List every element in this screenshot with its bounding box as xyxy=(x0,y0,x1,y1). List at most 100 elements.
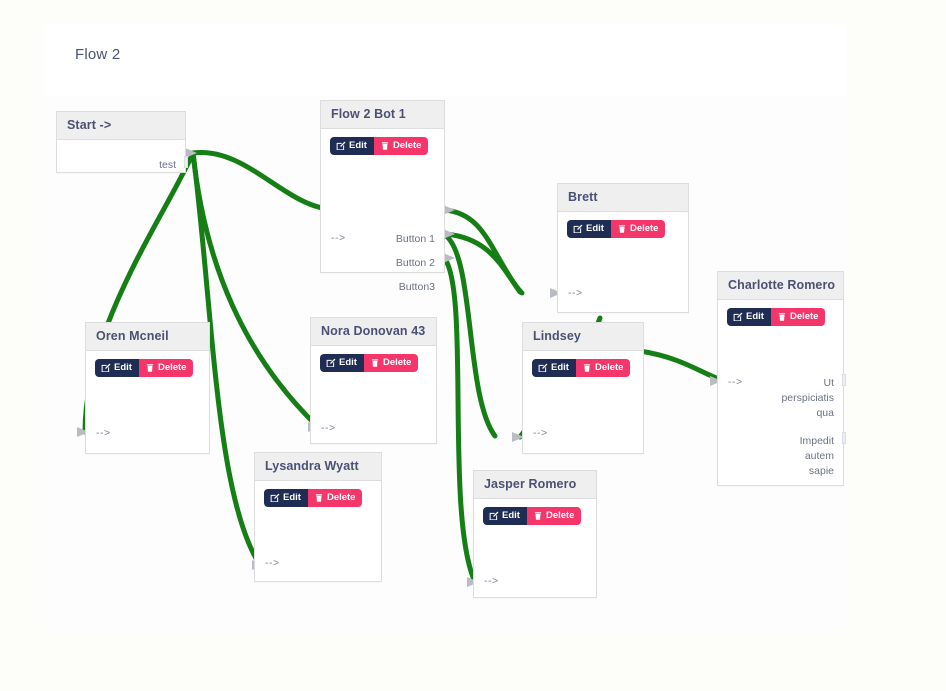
node-brett[interactable]: Brett Edit Dele xyxy=(557,183,689,313)
action-buttons: Edit Delete xyxy=(532,359,631,377)
edit-button-label: Edit xyxy=(551,362,569,374)
node-lysandra-wyatt-title: Lysandra Wyatt xyxy=(255,453,381,481)
edit-button[interactable]: Edit xyxy=(567,220,611,238)
pencil-square-icon xyxy=(573,224,583,233)
page-header-card: Flow 2 xyxy=(45,24,846,96)
edit-button[interactable]: Edit xyxy=(483,507,527,525)
node-lindsey-body: Edit Delete --> xyxy=(523,351,643,452)
port-out-start-test[interactable]: test xyxy=(159,159,176,171)
action-buttons: Edit Delete xyxy=(320,354,419,372)
edit-button-label: Edit xyxy=(283,492,301,504)
action-buttons: Edit Delete xyxy=(567,220,666,238)
edit-button-label: Edit xyxy=(502,510,520,522)
delete-button-label: Delete xyxy=(594,362,624,374)
node-lindsey[interactable]: Lindsey Edit De xyxy=(522,322,644,454)
delete-button[interactable]: Delete xyxy=(307,489,363,507)
node-start[interactable]: Start -> test xyxy=(56,111,188,173)
trash-icon xyxy=(583,364,591,372)
handle-charlotte-out-2[interactable] xyxy=(842,432,846,444)
pencil-square-icon xyxy=(326,358,336,367)
action-buttons: Edit Delete xyxy=(330,137,429,155)
edit-button-label: Edit xyxy=(349,140,367,152)
trash-icon xyxy=(371,359,379,367)
edit-button-label: Edit xyxy=(746,311,764,323)
node-nora-donovan-body: Edit Delete --> xyxy=(311,346,436,442)
delete-button[interactable]: Delete xyxy=(575,359,631,377)
edit-button[interactable]: Edit xyxy=(95,359,139,377)
port-in-lysandra-wyatt[interactable]: --> xyxy=(265,557,280,569)
handle-start-test[interactable] xyxy=(184,156,188,168)
node-brett-title: Brett xyxy=(558,184,688,212)
node-charlotte-romero-body: Edit Delete --> Ut perspiciatis qua xyxy=(718,300,846,484)
port-out-charlotte-1-line2: perspiciatis xyxy=(781,392,834,404)
node-oren-mcneil-title: Oren Mcneil xyxy=(86,323,209,351)
edit-button[interactable]: Edit xyxy=(330,137,374,155)
handle-charlotte-out-1[interactable] xyxy=(842,374,846,386)
port-out-charlotte-1[interactable]: Ut perspiciatis qua xyxy=(781,376,834,421)
node-start-title: Start -> xyxy=(57,112,185,140)
flow-canvas[interactable]: Start -> test Flow 2 Bot 1 Edit xyxy=(45,96,846,632)
edit-button[interactable]: Edit xyxy=(320,354,364,372)
delete-button-label: Delete xyxy=(789,311,819,323)
node-brett-body: Edit Delete --> xyxy=(558,212,688,311)
delete-button-label: Delete xyxy=(629,223,659,235)
node-jasper-romero-body: Edit Delete --> xyxy=(474,499,596,596)
port-out-charlotte-1-line3: qua xyxy=(816,407,834,419)
node-oren-mcneil-body: Edit Delete --> xyxy=(86,351,209,452)
node-flow2bot1-body: Edit Delete --> Button 1 Button 2 Button… xyxy=(321,129,444,293)
port-out-button-2[interactable]: Button 2 xyxy=(395,257,435,269)
delete-button[interactable]: Delete xyxy=(610,220,666,238)
port-in-charlotte-romero[interactable]: --> xyxy=(728,376,743,388)
node-flow2bot1[interactable]: Flow 2 Bot 1 Edit xyxy=(320,100,445,293)
node-flow2bot1-title: Flow 2 Bot 1 xyxy=(321,101,444,129)
edge-btn3-to-jasper xyxy=(442,256,478,585)
node-jasper-romero[interactable]: Jasper Romero Edit xyxy=(473,470,597,598)
edit-button[interactable]: Edit xyxy=(264,489,308,507)
port-out-button-3[interactable]: Button3 xyxy=(398,281,435,293)
delete-button[interactable]: Delete xyxy=(526,507,582,525)
trash-icon xyxy=(618,225,626,233)
port-out-charlotte-2-line1: Impedit xyxy=(799,435,834,447)
node-charlotte-romero[interactable]: Charlotte Romero Edit xyxy=(717,271,846,486)
edit-button[interactable]: Edit xyxy=(532,359,576,377)
port-out-charlotte-2[interactable]: Impedit autem sapie xyxy=(800,434,834,479)
trash-icon xyxy=(315,494,323,502)
edge-lindsey-to-charlotte xyxy=(637,348,728,384)
port-in-oren-mcneil[interactable]: --> xyxy=(96,427,111,439)
edge-btn2-to-brett xyxy=(442,231,525,296)
port-out-charlotte-1-line1: Ut xyxy=(823,377,835,389)
delete-button[interactable]: Delete xyxy=(138,359,194,377)
node-lysandra-wyatt-body: Edit Delete --> xyxy=(255,481,381,580)
port-in-nora-donovan[interactable]: --> xyxy=(321,422,336,434)
action-buttons: Edit Delete xyxy=(727,308,826,326)
node-start-body: test xyxy=(57,140,188,171)
port-out-button-1[interactable]: Button 1 xyxy=(395,233,435,245)
trash-icon xyxy=(778,313,786,321)
action-buttons: Edit Delete xyxy=(95,359,194,377)
delete-button-label: Delete xyxy=(545,510,575,522)
edit-button-label: Edit xyxy=(586,223,604,235)
pencil-square-icon xyxy=(538,363,548,372)
delete-button[interactable]: Delete xyxy=(373,137,429,155)
edit-button-label: Edit xyxy=(339,357,357,369)
edit-button-label: Edit xyxy=(114,362,132,374)
delete-button[interactable]: Delete xyxy=(363,354,419,372)
port-in-lindsey[interactable]: --> xyxy=(533,427,548,439)
port-in-brett[interactable]: --> xyxy=(568,287,583,299)
node-charlotte-romero-title: Charlotte Romero xyxy=(718,272,843,300)
port-out-charlotte-2-line2: autem xyxy=(804,450,834,462)
port-in-flow2bot1[interactable]: --> xyxy=(331,232,346,244)
node-lindsey-title: Lindsey xyxy=(523,323,643,351)
action-buttons: Edit Delete xyxy=(264,489,363,507)
port-in-jasper-romero[interactable]: --> xyxy=(484,575,499,587)
trash-icon xyxy=(146,364,154,372)
delete-button[interactable]: Delete xyxy=(770,308,826,326)
edge-start-to-bot xyxy=(190,149,333,212)
edit-button[interactable]: Edit xyxy=(727,308,771,326)
node-oren-mcneil[interactable]: Oren Mcneil Edit xyxy=(85,322,210,454)
pencil-square-icon xyxy=(101,363,111,372)
node-nora-donovan[interactable]: Nora Donovan 43 Edit xyxy=(310,317,437,444)
delete-button-label: Delete xyxy=(326,492,356,504)
node-lysandra-wyatt[interactable]: Lysandra Wyatt Edit xyxy=(254,452,382,582)
